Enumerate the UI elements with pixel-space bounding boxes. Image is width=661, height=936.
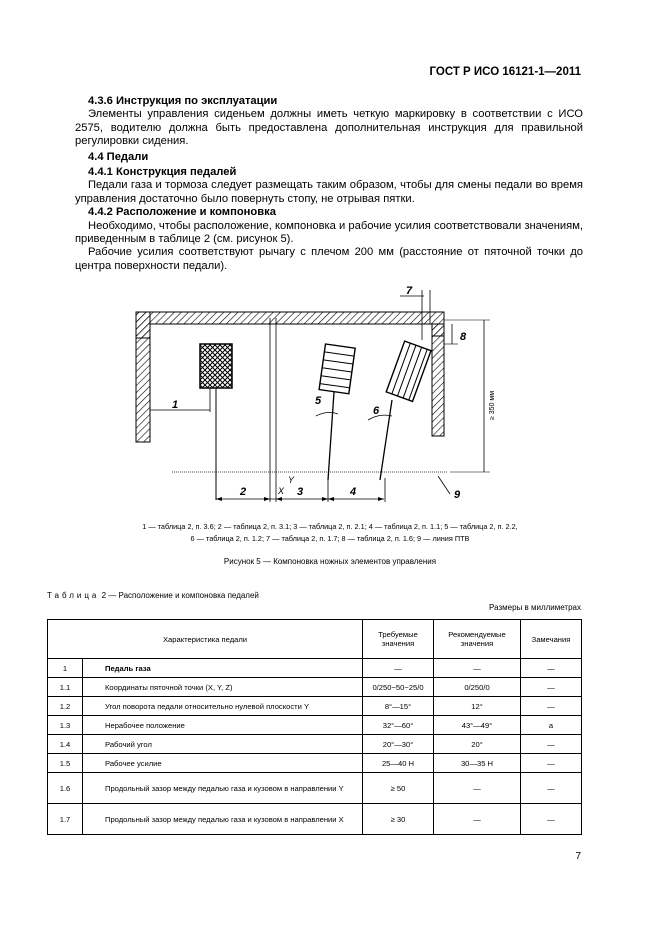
- left-wall: [135, 311, 151, 443]
- footrest: [199, 343, 233, 389]
- table-title: Таблица 2 — Расположение и компоновка пе…: [47, 591, 259, 600]
- table-cell-req: 25—40 Н: [362, 753, 434, 773]
- table-cell-rec: 30—35 Н: [433, 753, 521, 773]
- table-cell-name: Координаты пяточной точки (X, Y, Z): [82, 677, 363, 697]
- page-number: 7: [575, 851, 581, 862]
- label-1: 1: [172, 399, 178, 411]
- table-cell-name: Продольный зазор между педалью газа и ку…: [82, 772, 363, 804]
- section-title: 4.3.6 Инструкция по эксплуатации: [88, 95, 278, 107]
- table-cell-n: 1.3: [47, 715, 83, 735]
- table-title-prefix: Таблица: [47, 591, 100, 600]
- table-cell-rec: —: [433, 803, 521, 835]
- table-cell-req: —: [362, 658, 434, 678]
- label-4: 4: [349, 486, 356, 498]
- section-title: 4.4.2 Расположение и компоновка: [88, 206, 276, 219]
- table-cell-name: Нерабочее положение: [82, 715, 363, 735]
- dimension-label: ≥ 350 мм: [489, 391, 496, 420]
- table-cell-req: 20°—30°: [362, 734, 434, 754]
- table-cell-name: Рабочее усилие: [82, 753, 363, 773]
- body-top-wall: [135, 311, 445, 339]
- paragraph: Элементы управления сиденьем должны имет…: [75, 108, 583, 148]
- table-cell-req: 0/250−50−25/0: [362, 677, 434, 697]
- label-3: 3: [297, 486, 303, 498]
- paragraph: Необходимо, чтобы расположение, компонов…: [75, 219, 583, 246]
- table-cell-req: 32°—60°: [362, 715, 434, 735]
- label-8: 8: [460, 331, 467, 343]
- legend-line: 1 — таблица 2, п. 3.6; 2 — таблица 2, п.…: [142, 522, 518, 531]
- label-2: 2: [239, 486, 246, 498]
- paragraph: Рабочие усилия соответствуют рычагу с пл…: [75, 246, 583, 272]
- col-header: Замечания: [520, 619, 582, 659]
- table-cell-name: Продольный зазор между педалью газа и ку…: [82, 803, 363, 835]
- table-cell-req: ≥ 50: [362, 772, 434, 804]
- table-cell-name: Рабочий угол: [82, 734, 363, 754]
- col-header: Требуемые значения: [362, 619, 434, 659]
- table-cell-name: Угол поворота педали относительно нулево…: [82, 696, 363, 716]
- axis-y-label: Y: [288, 475, 295, 485]
- table-cell-rec: —: [433, 658, 521, 678]
- pedal-table: Характеристика педали Требуемые значения…: [47, 619, 582, 835]
- label-7: 7: [406, 285, 413, 297]
- table-cell-note: —: [520, 677, 582, 697]
- table-cell-note: —: [520, 803, 582, 835]
- table-cell-rec: 20°: [433, 734, 521, 754]
- table-cell-note: а: [520, 715, 582, 735]
- table-cell-note: —: [520, 734, 582, 754]
- table-cell-n: 1.6: [47, 772, 83, 804]
- table-title-text: 2 — Расположение и компоновка педалей: [101, 591, 259, 600]
- table-cell-n: 1: [47, 658, 83, 678]
- label-9: 9: [454, 489, 461, 501]
- table-cell-rec: 0/250/0: [433, 677, 521, 697]
- pedal-layout-figure: 1 2 3 4 5 6 7 8 9 X Y ≥ 350 мм: [135, 285, 496, 502]
- legend-line: 6 — таблица 2, п. 1.2; 7 — таблица 2, п.…: [190, 534, 470, 543]
- gas-pedal: [385, 340, 432, 403]
- table-cell-n: 1.7: [47, 803, 83, 835]
- section-title: 4.4.1 Конструкция педалей: [88, 166, 237, 179]
- figure-caption: Рисунок 5 — Компоновка ножных элементов …: [223, 557, 437, 566]
- table-cell-req: 8°—15°: [362, 696, 434, 716]
- table-cell-note: —: [520, 658, 582, 678]
- col-header: Характеристика педали: [47, 619, 363, 659]
- section-title: 4.4 Педали: [88, 150, 149, 163]
- table-cell-n: 1.4: [47, 734, 83, 754]
- table-cell-rec: 12°: [433, 696, 521, 716]
- brake-pedal: [318, 343, 356, 395]
- table-cell-note: —: [520, 753, 582, 773]
- table-cell-n: 1.5: [47, 753, 83, 773]
- label-5: 5: [315, 395, 322, 407]
- col-header: Рекомендуемые значения: [433, 619, 521, 659]
- table-cell-n: 1.2: [47, 696, 83, 716]
- standard-designation: ГОСТ Р ИСО 16121-1—2011: [429, 66, 582, 78]
- table-cell-note: —: [520, 696, 582, 716]
- right-wall: [431, 323, 445, 437]
- label-6: 6: [373, 405, 380, 417]
- table-cell-rec: —: [433, 772, 521, 804]
- table-cell-name: Педаль газа: [82, 658, 363, 678]
- table-cell-req: ≥ 30: [362, 803, 434, 835]
- body-text: 4.3.6 Инструкция по эксплуатации Элемент…: [75, 95, 583, 273]
- table-cell-n: 1.1: [47, 677, 83, 697]
- table-units: Размеры в миллиметрах: [489, 603, 581, 612]
- axis-x-label: X: [277, 486, 285, 496]
- table-cell-note: —: [520, 772, 582, 804]
- paragraph: Педали газа и тормоза следует размещать …: [75, 179, 583, 205]
- figure-legend: 1 — таблица 2, п. 3.6; 2 — таблица 2, п.…: [75, 521, 585, 545]
- table-cell-rec: 43°—49°: [433, 715, 521, 735]
